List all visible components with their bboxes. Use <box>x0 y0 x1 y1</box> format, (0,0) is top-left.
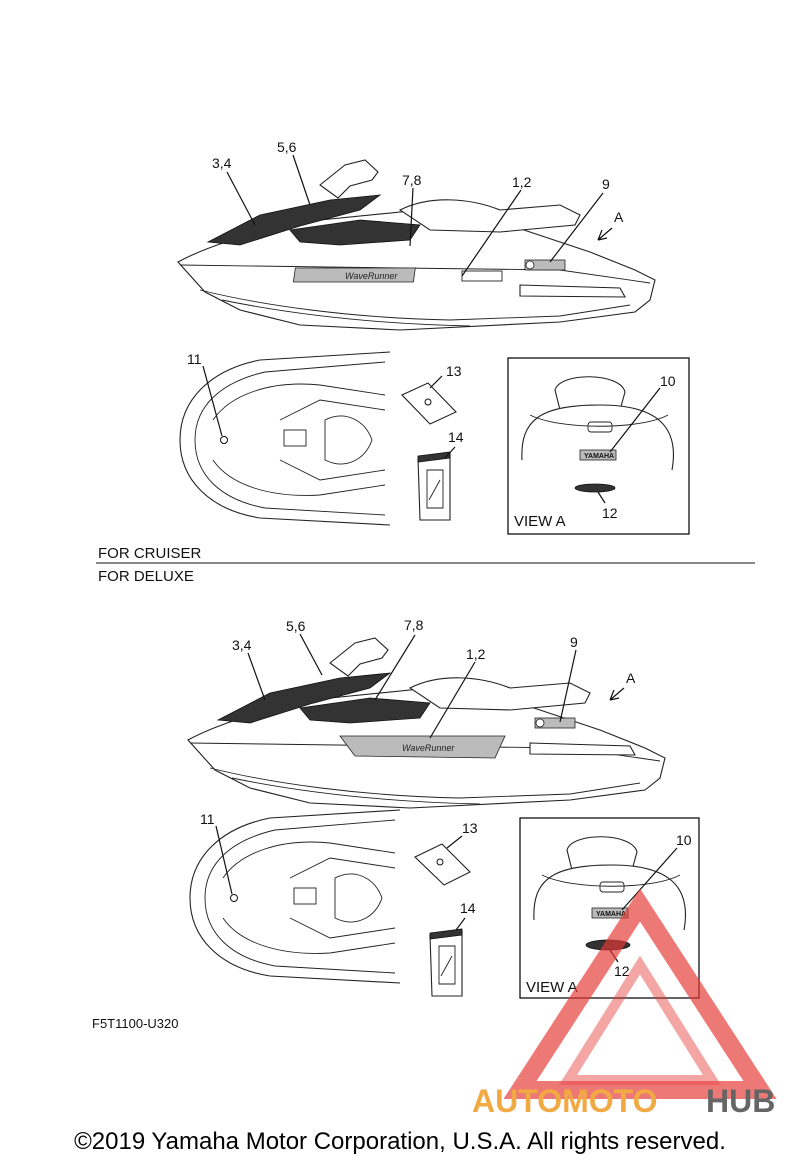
part-code: F5T1100-U320 <box>92 1016 178 1031</box>
cruiser-top-view: 11 <box>179 351 391 526</box>
view-arrow-label-deluxe: A <box>626 670 636 686</box>
callout-3-4-deluxe: 3,4 <box>232 637 252 653</box>
section-for-cruiser: FOR CRUISER <box>98 545 202 562</box>
callout-12-deluxe: 12 <box>614 963 630 979</box>
watermark-logo: AUTOMOTO HUB <box>472 888 777 1119</box>
view-a-label: VIEW A <box>514 513 566 530</box>
model-decal-text: WaveRunner <box>345 271 398 281</box>
cruiser-loose-parts: 13 14 <box>401 363 464 521</box>
callout-1-2-deluxe: 1,2 <box>466 646 486 662</box>
callout-10: 10 <box>660 373 676 389</box>
callout-5-6: 5,6 <box>277 139 297 155</box>
callout-5-6-deluxe: 5,6 <box>286 618 306 634</box>
callouts-bottom: 3,4 5,6 7,8 1,2 9 A <box>232 617 636 739</box>
deluxe-side-view: WaveRunner <box>187 637 666 809</box>
callout-9: 9 <box>602 176 610 192</box>
watermark-text-automoto: AUTOMOTO <box>472 1083 657 1119</box>
callout-12: 12 <box>602 505 618 521</box>
callout-11: 11 <box>187 351 202 367</box>
deluxe-loose-parts: 13 14 <box>414 820 478 997</box>
callout-9-deluxe: 9 <box>570 634 578 650</box>
view-a-label-deluxe: VIEW A <box>526 979 578 996</box>
view-a-brand-decal: YAMAHA <box>584 453 614 460</box>
section-for-deluxe: FOR DELUXE <box>98 568 194 585</box>
callout-14-deluxe: 14 <box>460 900 476 916</box>
callout-11-deluxe: 11 <box>200 811 215 827</box>
callout-7-8-deluxe: 7,8 <box>404 617 424 633</box>
deluxe-top-view: 11 <box>189 809 401 984</box>
model-decal-text-deluxe: WaveRunner <box>402 743 455 753</box>
callout-13-deluxe: 13 <box>462 820 478 836</box>
view-a-brand-decal-deluxe: YAMAHA <box>596 911 626 918</box>
callout-3-4: 3,4 <box>212 155 232 171</box>
cruiser-side-view: WaveRunner <box>177 159 656 331</box>
copyright-notice: ©2019 Yamaha Motor Corporation, U.S.A. A… <box>74 1128 726 1155</box>
callouts-top: 3,4 5,6 7,8 1,2 9 A <box>212 139 624 277</box>
callout-10-deluxe: 10 <box>676 832 692 848</box>
callout-13: 13 <box>446 363 462 379</box>
view-arrow-label: A <box>614 209 624 225</box>
cruiser-view-a: YAMAHA 10 12 VIEW A <box>507 357 690 535</box>
watermark-text-hub: HUB <box>706 1083 775 1119</box>
callout-14: 14 <box>448 429 464 445</box>
callout-1-2: 1,2 <box>512 174 532 190</box>
callout-7-8: 7,8 <box>402 172 422 188</box>
